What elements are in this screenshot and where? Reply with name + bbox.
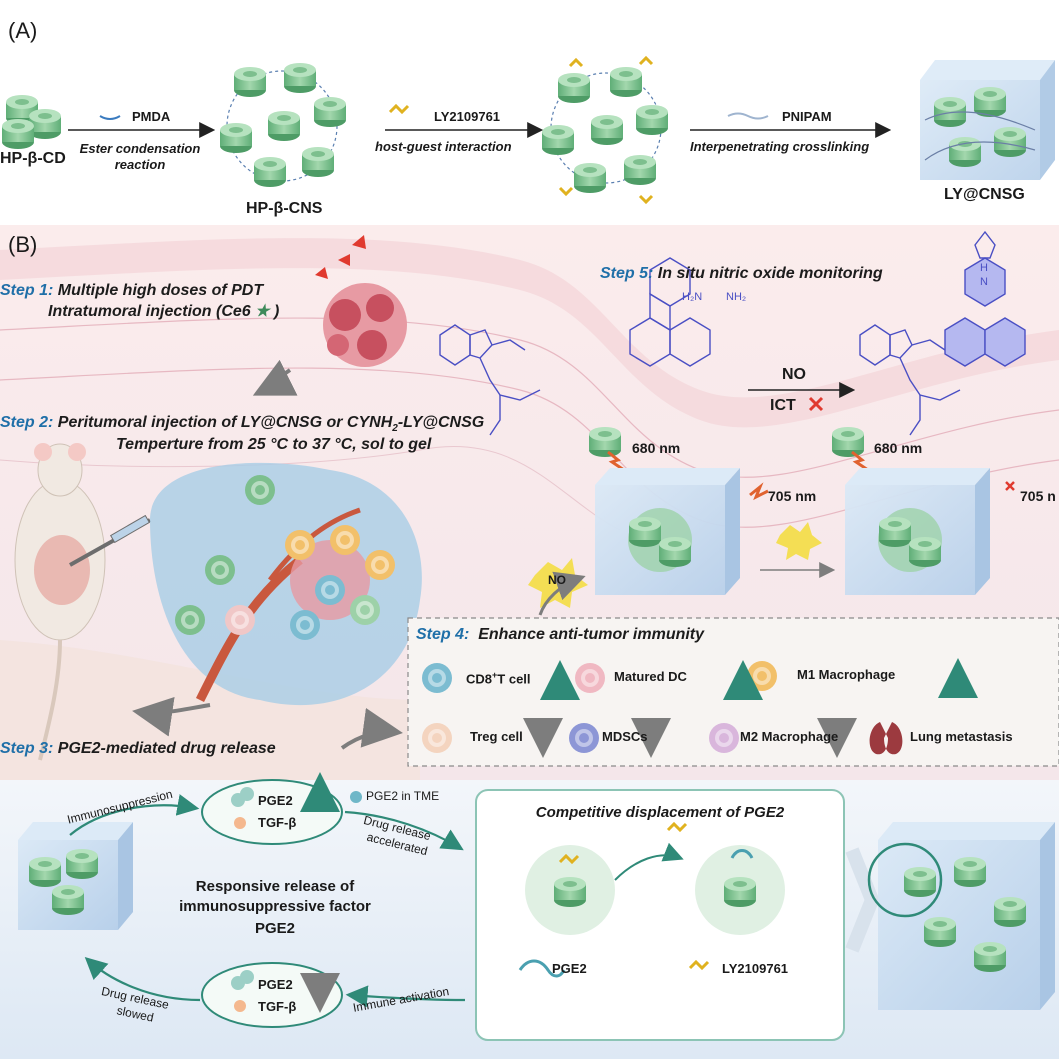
pge2-bottom-label: PGE2 [258, 977, 293, 992]
step5-text: In situ nitric oxide monitoring [657, 265, 883, 282]
arrow-immunosuppression [69, 794, 200, 836]
no-burst-label: NO [548, 573, 566, 587]
ict-label: ICT [770, 397, 796, 414]
panel-b-label: (B) [8, 232, 38, 257]
tumor-cluster [315, 235, 407, 367]
mouse-illustration [14, 443, 151, 761]
lightning-680a [607, 450, 625, 472]
h2n-label: H₂N [682, 291, 703, 303]
step2-text-pre: Peritumoral injection of LY@CNSG or CYNH [57, 414, 393, 431]
responsive-release-2: immunosuppressive factor [179, 898, 371, 915]
step2-subscript: 2 [392, 423, 398, 435]
step2-title: Step 2: Peritumoral injection of LY@CNSG… [0, 414, 484, 435]
pge2-legend-icon [518, 959, 566, 978]
step4-text: Enhance anti-tumor immunity [478, 626, 705, 643]
step1-text: Multiple high doses of PDT [57, 282, 264, 299]
gel-cube-bottom-right [867, 822, 1055, 1010]
arrow-immune-activation [345, 985, 466, 1008]
competitive-title: Competitive displacement of PGE2 [535, 804, 785, 821]
step2-text-post: -LY@CNSG [397, 414, 485, 431]
step3-text: PGE2-mediated drug release [57, 740, 276, 757]
gel-cube-bottom-left [18, 822, 133, 930]
step3-title: Step 3: PGE2-mediated drug release [0, 740, 276, 758]
lightning-705a [749, 482, 769, 501]
step1-sub-text: Intratumoral injection (Ce6 [48, 303, 251, 320]
pge2-tme-label: PGE2 in TME [366, 789, 440, 803]
competitive-artwork [518, 821, 785, 978]
panel-a-label: (A) [8, 18, 38, 43]
step2-number: Step 2: [0, 414, 54, 431]
probe-structure-left [439, 257, 711, 436]
pmda-label: PMDA [132, 109, 171, 124]
gel-cube-right [845, 468, 990, 595]
pnipam-label: PNIPAM [782, 109, 832, 124]
ester-label-2: reaction [114, 157, 166, 172]
gel-cube-a [920, 60, 1055, 180]
mdscs-label: MDSCs [602, 729, 648, 744]
step4-cells [422, 661, 903, 755]
step1-subtitle: Intratumoral injection (Ce6 ★ ) [48, 303, 279, 321]
ly-legend-label: LY2109761 [722, 961, 789, 976]
lung-metastasis-label: Lung metastasis [910, 729, 1013, 744]
cd-monomer-3 [2, 119, 34, 149]
step4-number: Step 4: [416, 626, 470, 643]
ester-label-1: Ester condensation [79, 141, 201, 156]
step1-title: Step 1: Multiple high doses of PDT [0, 282, 263, 300]
probe-structure-right [859, 230, 1026, 436]
hp-b-cns-label: HP-β-CNS [246, 200, 323, 217]
crosslink-label: Interpenetrating crosslinking [690, 139, 870, 154]
step4-arrows [523, 658, 978, 758]
competitive-box [475, 789, 845, 1041]
ly-cnsg-label: LY@CNSG [944, 186, 1025, 203]
step5-number: Step 5: [600, 265, 654, 282]
nm705-right: 705 n [1020, 488, 1056, 504]
nm680-right: 680 nm [874, 440, 923, 456]
step3-number: Step 3: [0, 740, 54, 757]
pge2-legend-label: PGE2 [552, 961, 587, 976]
responsive-release-3: PGE2 [254, 920, 296, 937]
cd8-cell-label: CD8+T cell [466, 670, 531, 687]
panel-a-artwork [2, 55, 1055, 205]
cd-right-680 [832, 427, 864, 457]
tgf-bottom-label: TGF-β [258, 999, 297, 1014]
lightning-680b [851, 450, 869, 472]
cd-left-680 [589, 427, 621, 457]
ly-label: LY2109761 [434, 109, 501, 124]
treg-label: Treg cell [470, 729, 523, 744]
step5-title: Step 5: In situ nitric oxide monitoring [600, 265, 883, 283]
x-705-icon [1005, 481, 1015, 491]
ce6-star-icon: ★ [255, 303, 270, 320]
step2-subtitle: Temperture from 25 °C to 37 °C, sol to g… [116, 436, 432, 453]
cd8-text: CD8 [466, 671, 493, 687]
step1-number: Step 1: [0, 282, 54, 299]
pge2-top-label: PGE2 [258, 793, 293, 808]
hp-b-cd-label: HP-β-CD [0, 150, 66, 167]
ly-legend-icon [688, 959, 710, 971]
cns-ring [220, 63, 346, 187]
ict-x-icon [808, 396, 824, 412]
cd8-tcell-text: T cell [497, 671, 531, 687]
loaded-ring [542, 55, 668, 205]
m2-macrophage-label: M2 Macrophage [740, 729, 839, 744]
step4-title: Step 4: Enhance anti-tumor immunity [416, 626, 704, 644]
m1-macrophage-label: M1 Macrophage [797, 667, 896, 682]
step1-sub-close: ) [273, 303, 280, 320]
no-arrow-label: NO [782, 366, 806, 383]
tgf-top-label: TGF-β [258, 815, 297, 830]
responsive-release-1: Responsive release of [195, 878, 355, 895]
gel-cube-left [595, 468, 740, 595]
h-label: H [980, 262, 988, 274]
host-guest-label: host-guest interaction [375, 139, 512, 154]
arrow-slowed [84, 957, 201, 1002]
arrow-accelerated [344, 810, 464, 851]
nm705-left: 705 nm [768, 488, 817, 504]
cd8-superscript: + [492, 670, 498, 680]
nm680-left: 680 nm [632, 440, 681, 456]
nh2-label: NH₂ [726, 291, 747, 303]
matured-dc-label: Matured DC [614, 669, 687, 684]
n-label: N [980, 276, 988, 288]
